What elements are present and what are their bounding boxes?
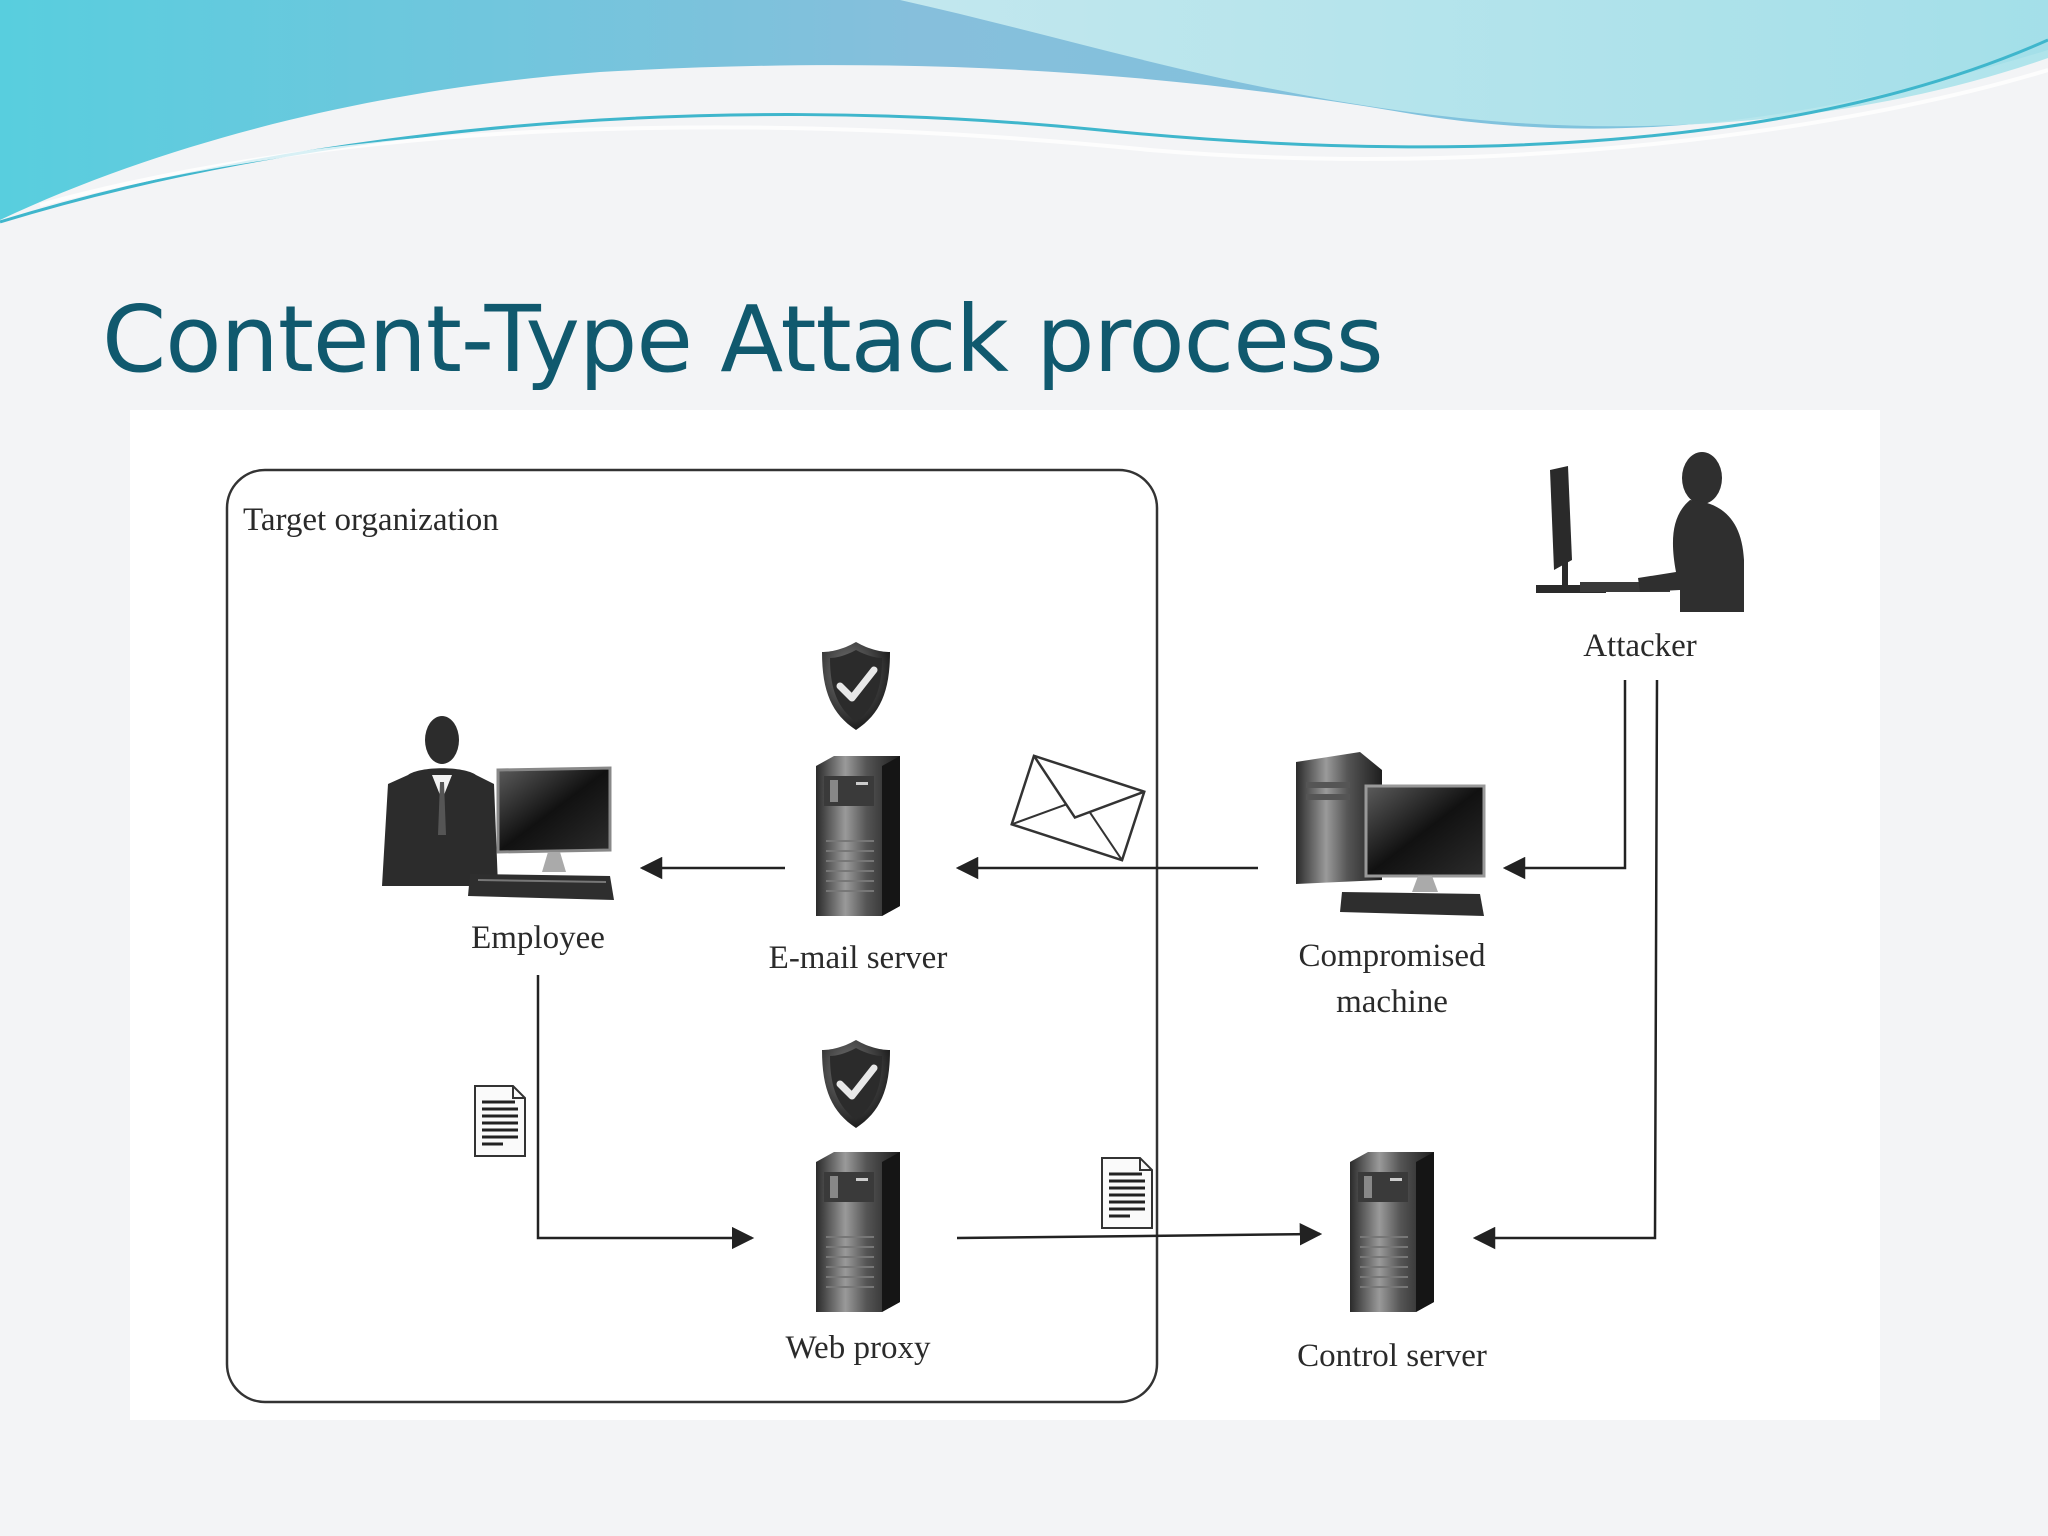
email-server-node: E-mail server (769, 642, 948, 976)
attacker-label: Attacker (1583, 628, 1697, 664)
header-wave-line-2 (39, 68, 2048, 207)
envelope-icon (1010, 754, 1146, 862)
employee-label: Employee (471, 920, 605, 956)
employee-node: Employee (382, 716, 614, 956)
desktop-computer-icon (1296, 752, 1486, 916)
web-proxy-node: Web proxy (786, 1040, 931, 1366)
edge-attacker-to-control (1472, 679, 1659, 1250)
attacker-node: Attacker (1536, 452, 1744, 664)
shield-check-icon (822, 1040, 890, 1128)
server-icon (1349, 1151, 1435, 1313)
slide-title: Content-Type Attack process (102, 286, 1384, 393)
web-proxy-label: Web proxy (786, 1330, 931, 1366)
shield-check-icon (822, 642, 890, 730)
control-server-node: Control server (1297, 1151, 1487, 1374)
document-icon (473, 1084, 527, 1158)
compromised-machine-node: Compromised machine (1296, 752, 1486, 1020)
edge-proxy-to-control (956, 1222, 1323, 1246)
diagram-panel (130, 410, 1880, 1420)
target-organization-boundary (225, 468, 1159, 1404)
server-icon (815, 755, 901, 917)
attacker-icon (1536, 452, 1744, 612)
compromised-machine-label-line1: Compromised (1299, 938, 1486, 974)
edge-employee-to-proxy (536, 975, 755, 1250)
email-server-label: E-mail server (769, 940, 948, 976)
header-wave-light (900, 0, 2048, 127)
connectors (536, 679, 1659, 1250)
compromised-machine-label-line2: machine (1336, 984, 1448, 1020)
employee-icon (382, 716, 614, 900)
document-icon (1100, 1156, 1154, 1230)
control-server-label: Control server (1297, 1338, 1487, 1374)
edge-attacker-to-compromised (1502, 680, 1627, 880)
organization-label: Target organization (243, 502, 499, 538)
server-icon (815, 1151, 901, 1313)
